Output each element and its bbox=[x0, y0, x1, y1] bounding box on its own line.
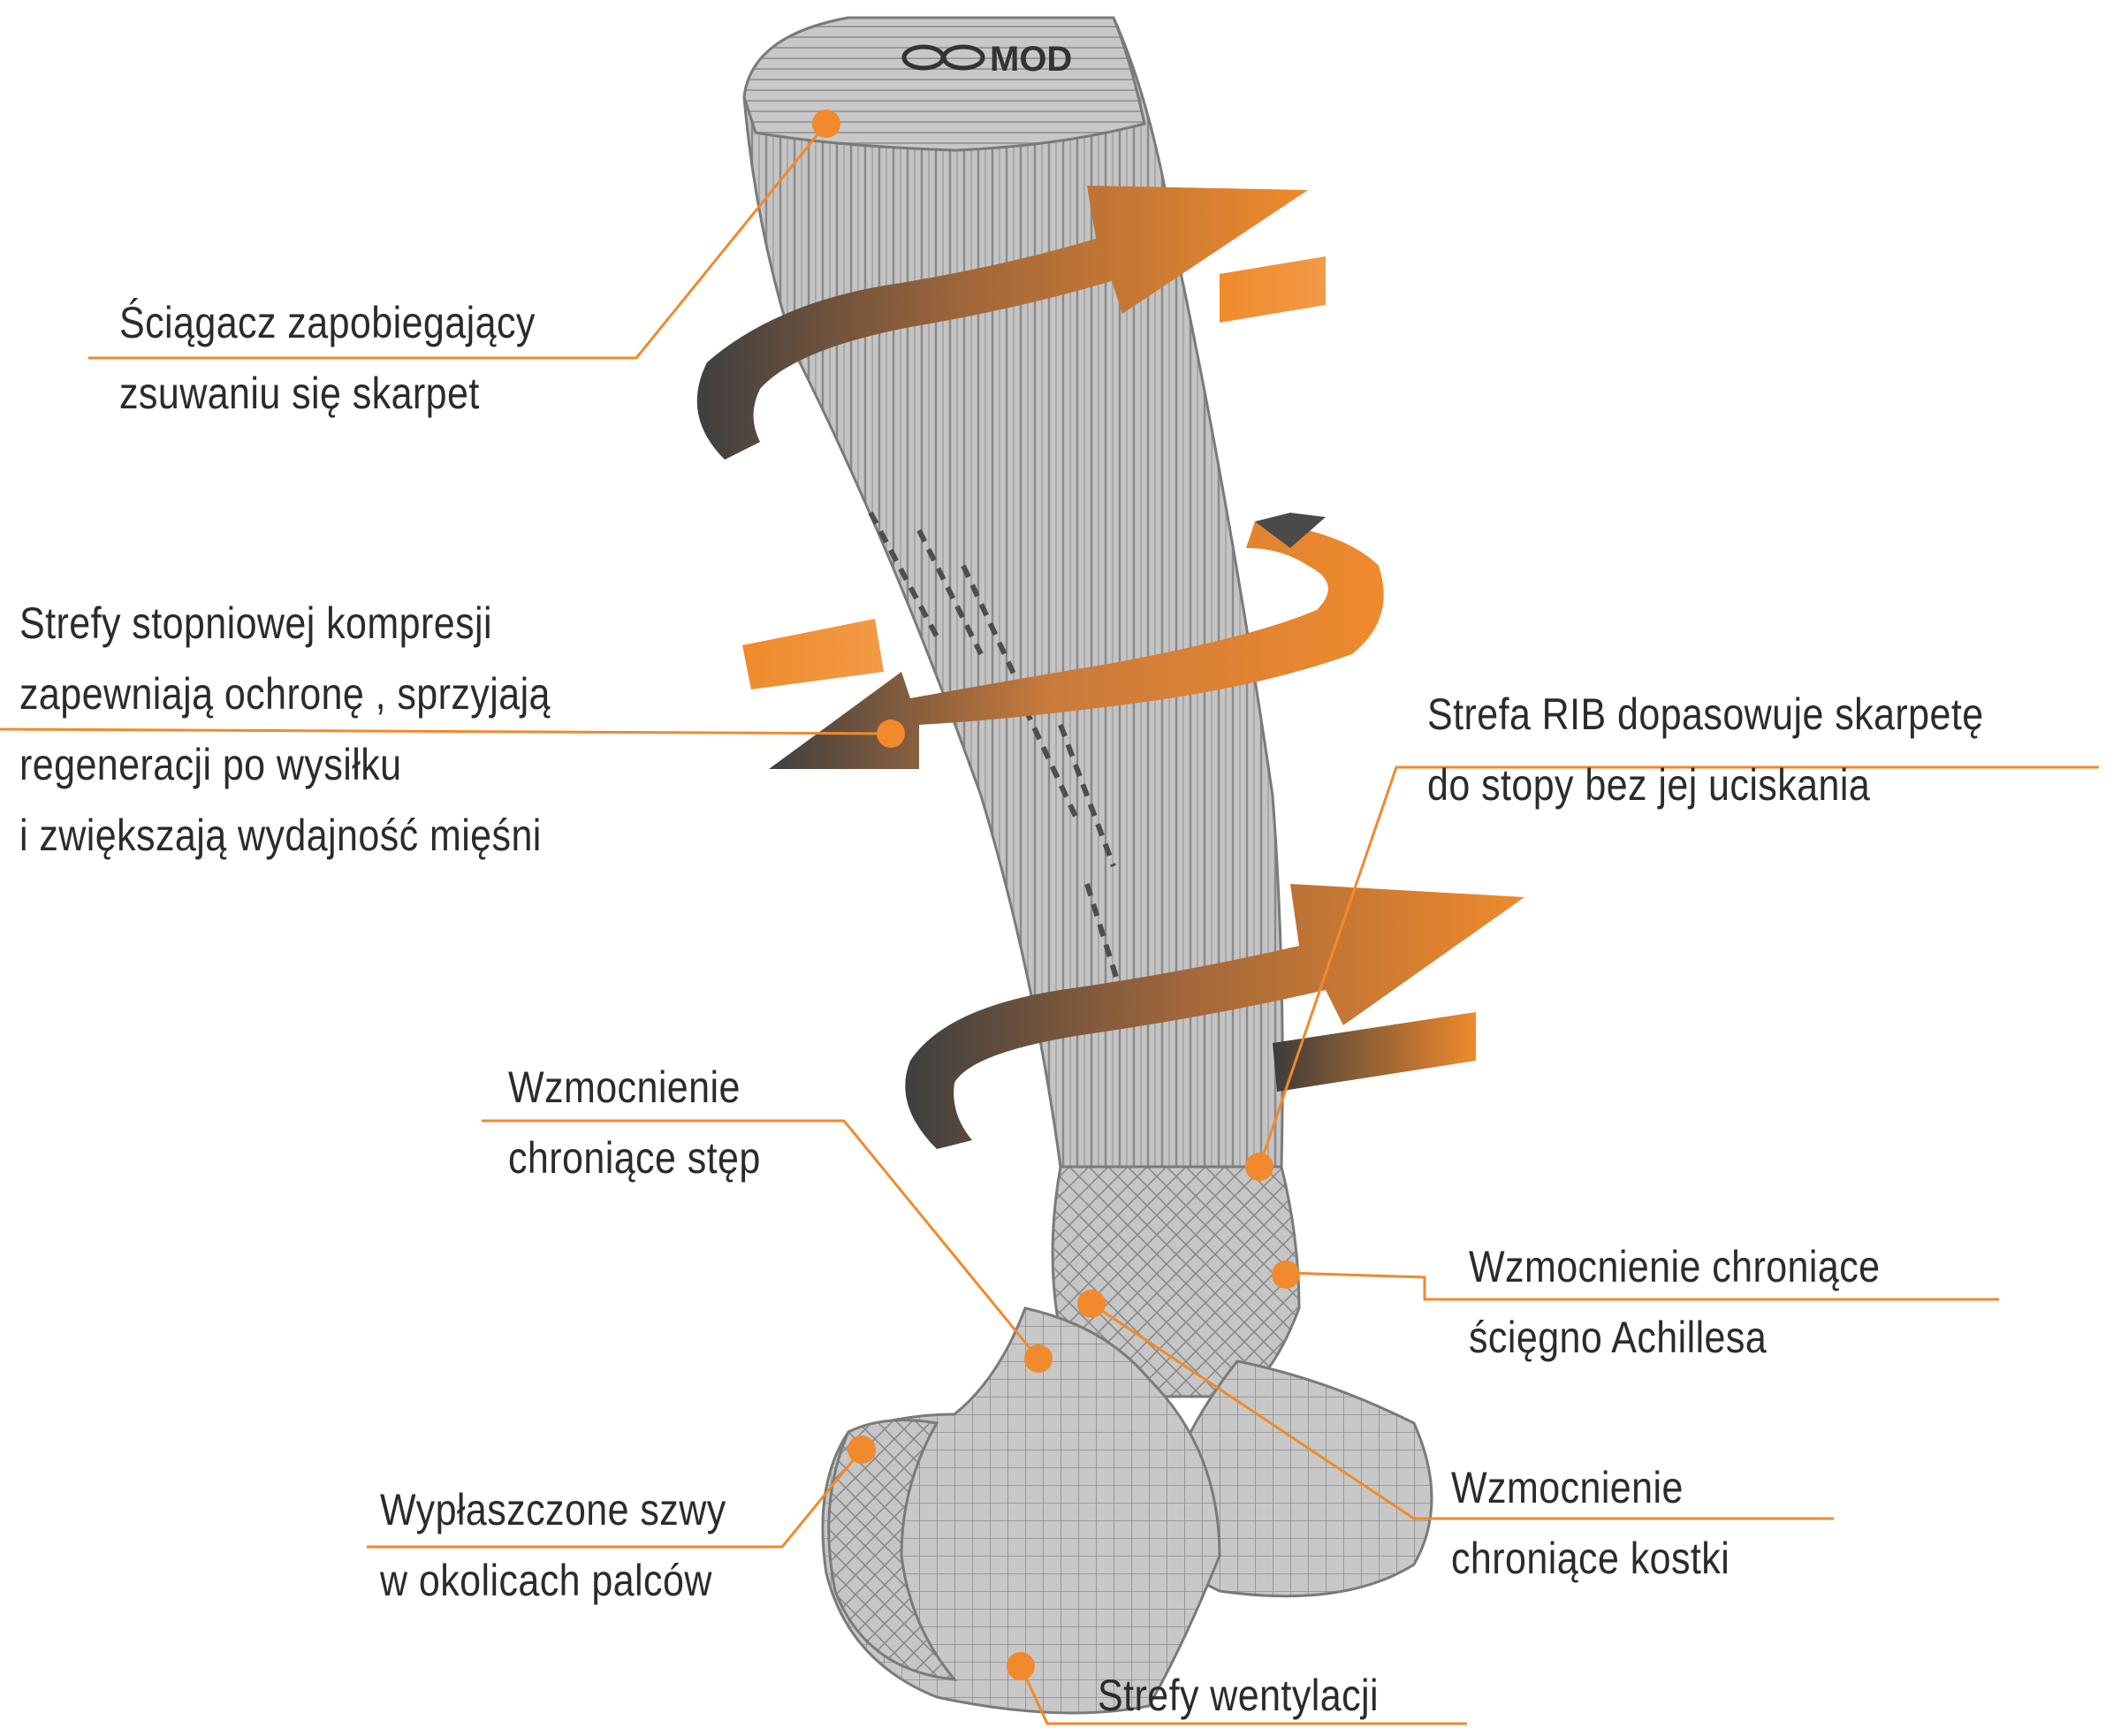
leader-instep bbox=[482, 1119, 1040, 1359]
callout-achilles-line1: Wzmocnienie chroniące bbox=[1469, 1242, 1881, 1291]
leader-rib bbox=[1258, 765, 2099, 1168]
leader-ankle bbox=[1091, 1302, 1834, 1520]
callout-rib: Strefa RIB dopasowuje skarpetę do stopy … bbox=[1427, 679, 1984, 820]
arrow-top bbox=[696, 186, 1308, 460]
callout-compression-line2: zapewniają ochronę , sprzyjają bbox=[19, 669, 551, 719]
arrow-mid-top-band bbox=[1255, 513, 1326, 548]
leader-achilles bbox=[1285, 1271, 1999, 1301]
callout-ankle-line1: Wzmocnienie bbox=[1451, 1463, 1684, 1512]
callout-achilles-line2: ścięgno Achillesa bbox=[1469, 1313, 1768, 1362]
sock: MOD bbox=[742, 16, 1433, 1715]
dot-ventilation bbox=[1007, 1652, 1035, 1680]
callout-ventilation: Strefy wentylacji bbox=[1098, 1660, 1379, 1731]
arrow-top-back bbox=[1220, 256, 1326, 323]
callout-lines bbox=[0, 123, 2099, 1725]
callout-ventilation-line1: Strefy wentylacji bbox=[1098, 1671, 1379, 1720]
callout-rib-line2: do stopy bez jej uciskania bbox=[1427, 760, 1871, 810]
dot-rib bbox=[1245, 1153, 1273, 1181]
dot-achilles bbox=[1272, 1260, 1300, 1289]
callout-seams-line2: w okolicach palców bbox=[380, 1556, 712, 1605]
callout-compression-line3: regeneracji po wysiłku bbox=[19, 740, 402, 789]
dot-instep bbox=[1024, 1344, 1053, 1373]
callout-ankle: Wzmocnienie chroniące kostki bbox=[1451, 1452, 1729, 1594]
dot-compression bbox=[877, 720, 905, 748]
callout-achilles: Wzmocnienie chroniące ścięgno Achillesa bbox=[1469, 1231, 1881, 1373]
arrow-bottom-back bbox=[1273, 1012, 1476, 1092]
callout-dots bbox=[812, 110, 1300, 1680]
compression-arrows bbox=[696, 186, 1524, 1149]
callout-ankle-line2: chroniące kostki bbox=[1451, 1534, 1730, 1583]
callout-cuff: Ściągacz zapobiegający zsuwaniu się skar… bbox=[119, 287, 536, 429]
leader-cuff bbox=[88, 123, 828, 360]
arrow-bottom bbox=[905, 884, 1524, 1149]
dot-seams bbox=[848, 1435, 876, 1464]
callout-cuff-line1: Ściągacz zapobiegający bbox=[119, 298, 536, 347]
callout-instep: Wzmocnienie chroniące stęp bbox=[508, 1052, 761, 1193]
callout-instep-line1: Wzmocnienie bbox=[508, 1062, 741, 1112]
leader-compression bbox=[0, 727, 893, 735]
leader-seams bbox=[367, 1449, 863, 1549]
dot-cuff bbox=[812, 110, 840, 138]
dot-ankle bbox=[1077, 1290, 1106, 1318]
callout-compression-line4: i zwiększają wydajność mięśni bbox=[19, 811, 542, 860]
sock-cuff bbox=[742, 16, 1146, 152]
callout-cuff-line2: zsuwaniu się skarpet bbox=[119, 369, 480, 418]
sock-toe bbox=[827, 1419, 958, 1681]
callout-seams-line1: Wypłaszczone szwy bbox=[380, 1485, 726, 1534]
callout-instep-line2: chroniące stęp bbox=[508, 1133, 761, 1183]
arrow-mid-back bbox=[742, 619, 884, 689]
brand-logo-text: MOD bbox=[990, 40, 1072, 79]
callout-rib-line1: Strefa RIB dopasowuje skarpetę bbox=[1427, 689, 1984, 739]
callout-compression-line1: Strefy stopniowej kompresji bbox=[19, 598, 492, 648]
arrow-mid bbox=[769, 522, 1384, 769]
callout-compression: Strefy stopniowej kompresji zapewniają o… bbox=[19, 588, 551, 871]
callout-seams: Wypłaszczone szwy w okolicach palców bbox=[380, 1474, 726, 1616]
leader-ventilation bbox=[1019, 1665, 1467, 1725]
brand-logo: MOD bbox=[901, 40, 1072, 79]
sock-foot bbox=[821, 1306, 1221, 1715]
